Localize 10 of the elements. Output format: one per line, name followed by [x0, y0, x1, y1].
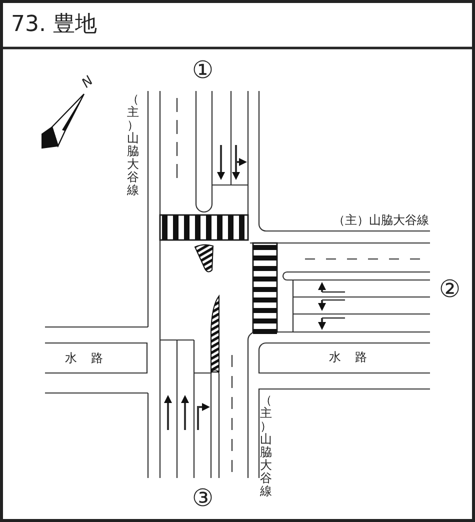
road-name: （主）山脇大谷線: [333, 214, 429, 226]
callout-number: ②: [439, 277, 461, 301]
road-name: （主）山脇大谷線: [260, 394, 272, 498]
compass-letter: N: [80, 74, 96, 91]
water-label: 水路: [65, 352, 117, 364]
title: 73. 豊地: [11, 14, 97, 36]
callout-number: ①: [192, 58, 214, 82]
road-name: （主）山脇大谷線: [127, 93, 139, 197]
callout-number: ③: [192, 486, 214, 510]
water-label: 水路: [329, 351, 381, 363]
